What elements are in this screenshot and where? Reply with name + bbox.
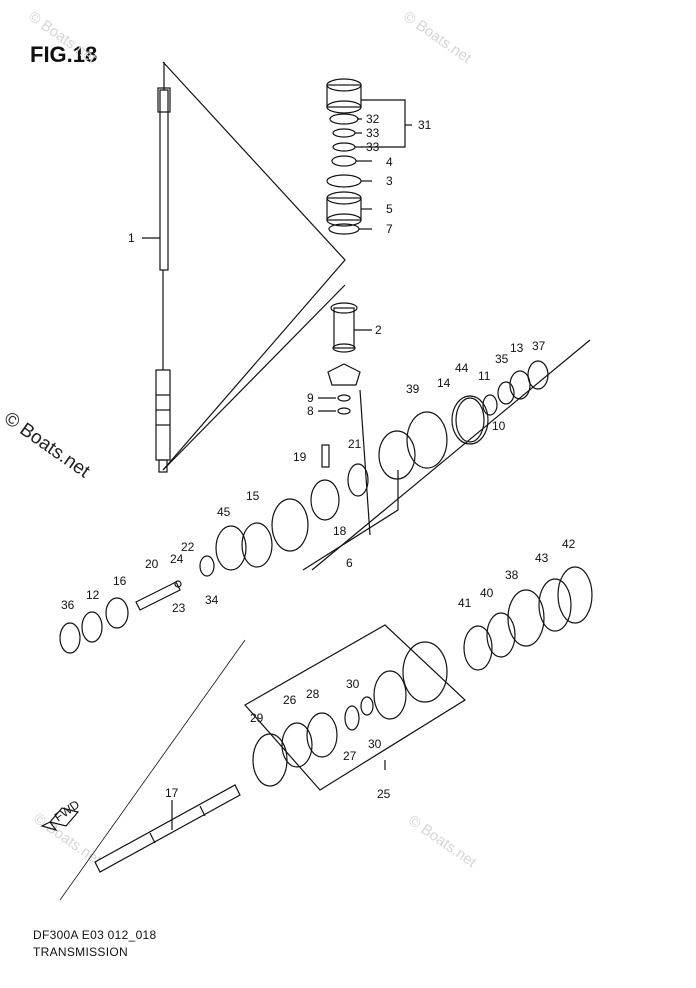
callout-29: 29 (250, 711, 264, 725)
callout-45: 45 (217, 505, 231, 519)
figure-title: FIG.18 (30, 42, 98, 67)
callout-23: 23 (172, 601, 186, 615)
callout-10: 10 (492, 419, 506, 433)
fwd-label: FWD (52, 797, 83, 824)
reverse-housing (252, 641, 448, 787)
callout-12: 12 (86, 588, 100, 602)
leader-6 (302, 470, 399, 571)
callout-1: 1 (128, 231, 135, 245)
drive-shaft (155, 62, 171, 473)
callout-41: 41 (458, 596, 472, 610)
callout-2: 2 (375, 323, 382, 337)
callout-11: 11 (478, 369, 491, 383)
callout-35: 35 (495, 352, 509, 366)
callout-31: 31 (418, 118, 432, 132)
sleeve (330, 302, 358, 353)
callout-27: 27 (343, 749, 357, 763)
callout-30: 30 (346, 677, 360, 691)
callout-21: 21 (348, 437, 362, 451)
propeller-shaft (94, 784, 241, 873)
callout-18: 18 (333, 524, 347, 538)
callout-6: 6 (346, 556, 353, 570)
callout-7: 7 (386, 222, 393, 236)
fwd-arrow-head (40, 821, 58, 832)
callout-14: 14 (437, 376, 451, 390)
callout-44: 44 (455, 361, 469, 375)
callout-40: 40 (480, 586, 494, 600)
callout-28: 28 (306, 687, 320, 701)
leader-triangle-upper (162, 61, 346, 471)
callout-34: 34 (205, 593, 219, 607)
callout-22: 22 (181, 540, 195, 554)
callout-26: 26 (283, 693, 297, 707)
callout-8: 8 (307, 404, 314, 418)
callout-36: 36 (61, 598, 75, 612)
pin (321, 444, 330, 468)
fwd-arrow-icon (48, 807, 80, 827)
callout-17: 17 (165, 786, 179, 800)
callout-42: 42 (562, 537, 576, 551)
leader-31 (361, 99, 406, 148)
callout-16: 16 (113, 574, 127, 588)
callout-38: 38 (505, 568, 519, 582)
clutch-dog (310, 479, 340, 521)
callout-24: 24 (170, 552, 184, 566)
callout-33b: 33 (366, 140, 380, 154)
bearing-stack (326, 78, 362, 235)
forward-gear (378, 397, 485, 480)
callout-20: 20 (145, 557, 159, 571)
callout-33a: 33 (366, 126, 380, 140)
callout-43: 43 (535, 551, 549, 565)
callout-37: 37 (532, 339, 546, 353)
pinion-gear (327, 363, 361, 415)
footer-code: DF300A E03 012_018 (33, 928, 157, 942)
callout-32: 32 (366, 112, 380, 126)
leader-diagonal (311, 339, 591, 571)
callout-3: 3 (386, 174, 393, 188)
callout-15: 15 (246, 489, 260, 503)
callout-5: 5 (386, 202, 393, 216)
leader-triangle-mid (162, 284, 346, 471)
callout-30b: 30 (368, 737, 382, 751)
callout-13: 13 (510, 341, 524, 355)
push-rod (135, 581, 181, 611)
callout-9: 9 (307, 391, 314, 405)
callout-19: 19 (293, 450, 307, 464)
callout-25: 25 (377, 787, 391, 801)
callout-4: 4 (386, 155, 393, 169)
footer-name: TRANSMISSION (33, 945, 128, 959)
callout-39: 39 (406, 382, 420, 396)
leader-box-25 (244, 624, 466, 791)
